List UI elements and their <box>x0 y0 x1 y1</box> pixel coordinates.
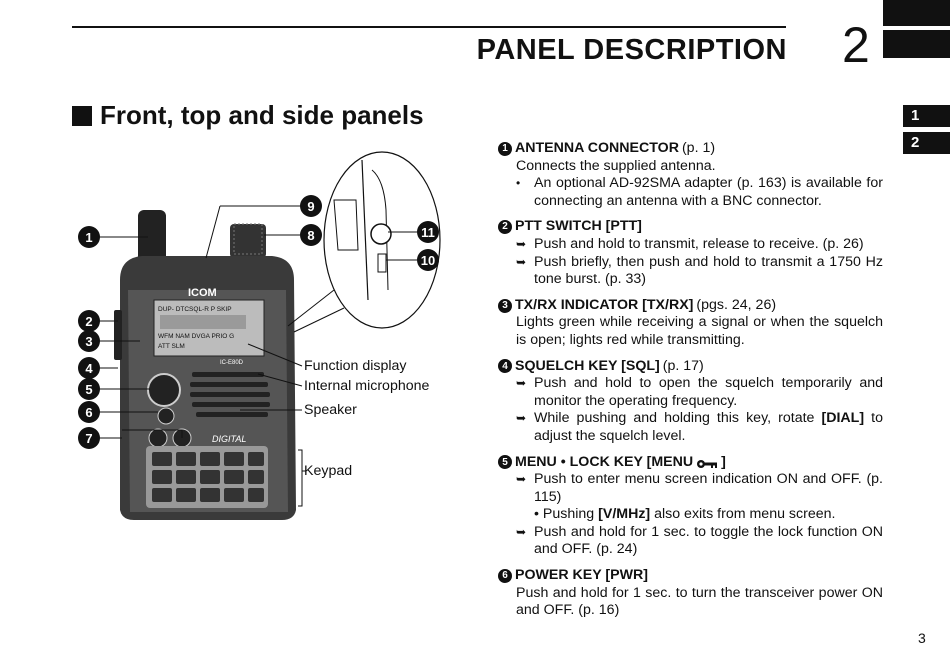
page-number: 3 <box>918 630 926 646</box>
section-heading: Front, top and side panels <box>72 100 424 131</box>
display-row2: WFM NAM DVGA PRIO G <box>158 333 234 340</box>
callout-5: 5 <box>78 378 100 400</box>
item-bullet: ➥ Push briefly, then push and hold to tr… <box>516 253 883 288</box>
item-title: SQUELCH KEY [SQL] <box>515 357 660 374</box>
chapter-number: 2 <box>842 17 870 73</box>
page-title: PANEL DESCRIPTION <box>476 34 787 66</box>
item-bullet: ➥ While pushing and holding this key, ro… <box>516 410 883 444</box>
item-bullet: • An optional AD-92SMA adapter (p. 163) … <box>516 175 883 209</box>
chapter-tab-1[interactable]: 1 <box>903 105 950 127</box>
item-title: MENU • LOCK KEY [MENU <box>515 453 694 470</box>
square-bullet-icon <box>72 105 92 126</box>
item-sub-bullet: • Pushing [V/MHz] also exits from menu s… <box>534 506 836 523</box>
header-bar-top <box>883 0 950 26</box>
callout-1: 1 <box>78 226 100 248</box>
list-item: 5 MENU • LOCK KEY [MENU ] ➥ Push to ente… <box>498 454 883 560</box>
section-heading-text: Front, top and side panels <box>100 100 424 130</box>
callout-9: 9 <box>300 195 322 217</box>
item-number-badge: 2 <box>498 220 512 235</box>
label-function-display: Function display <box>304 358 407 374</box>
header-rule <box>72 26 786 28</box>
label-internal-microphone: Internal microphone <box>304 378 430 394</box>
speaker-grille-shape <box>190 372 270 417</box>
item-ref: (p. 1) <box>681 140 716 156</box>
brand-text: ICOM <box>188 287 217 299</box>
item-bullet: ➥ Push and hold for 1 sec. to toggle the… <box>516 523 883 558</box>
item-title: PTT SWITCH [PTT] <box>515 218 642 235</box>
list-item: 6 POWER KEY [PWR] Push and hold for 1 se… <box>498 567 883 620</box>
menu-button-shape <box>147 373 181 407</box>
model-text: IC-E80D <box>220 360 244 366</box>
callout-2: 2 <box>78 310 100 332</box>
chapter-tab-2[interactable]: 2 <box>903 132 950 154</box>
list-item: 2 PTT SWITCH [PTT] ➥ Push and hold to tr… <box>498 218 883 288</box>
callout-6: 6 <box>78 401 100 423</box>
item-bullet: ➥ Push and hold to open the squelch temp… <box>516 375 883 409</box>
label-keypad: Keypad <box>304 463 353 479</box>
display-row1: DUP- DTCSQL-R P SKIP <box>158 306 232 313</box>
list-item: 1 ANTENNA CONNECTOR (p. 1) Connects the … <box>498 140 883 210</box>
display-row3: ATT SLM <box>158 343 185 350</box>
callout-11: 11 <box>417 221 439 243</box>
description-list: 1 ANTENNA CONNECTOR (p. 1) Connects the … <box>498 140 883 628</box>
item-number-badge: 6 <box>498 568 512 583</box>
digital-text: DIGITAL <box>212 434 246 444</box>
item-number-badge: 3 <box>498 298 512 313</box>
callout-7: 7 <box>78 427 100 449</box>
power-button-shape <box>157 407 175 425</box>
list-item: 3 TX/RX INDICATOR [TX/RX] (pgs. 24, 26) … <box>498 297 883 350</box>
item-body: Lights green while receiving a signal or… <box>516 314 883 348</box>
item-number-badge: 4 <box>498 359 512 374</box>
item-title: POWER KEY [PWR] <box>515 567 648 584</box>
item-ref: (p. 17) <box>662 357 704 374</box>
item-body: Push and hold for 1 sec. to turn the tra… <box>516 584 883 619</box>
item-number-badge: 5 <box>498 455 512 470</box>
label-speaker: Speaker <box>304 402 357 418</box>
callout-4: 4 <box>78 357 100 379</box>
callout-3: 3 <box>78 330 100 352</box>
key-icon <box>696 457 718 469</box>
callout-10: 10 <box>417 249 439 271</box>
item-body: Connects the supplied antenna. <box>516 157 716 174</box>
item-title: TX/RX INDICATOR [TX/RX] <box>515 296 694 313</box>
radio-illustration: DUP- DTCSQL-R P SKIP WFM NAM DVGA PRIO G… <box>94 151 441 520</box>
header-bar-bottom <box>883 30 950 58</box>
item-title: ANTENNA CONNECTOR <box>515 140 679 156</box>
item-number-badge: 1 <box>498 141 512 156</box>
dial-knob-shape <box>230 224 266 258</box>
item-bullet: ➥ Push to enter menu screen indication O… <box>516 471 883 505</box>
item-ref: (pgs. 24, 26) <box>696 296 777 313</box>
list-item: 4 SQUELCH KEY [SQL] (p. 17) ➥ Push and h… <box>498 358 883 446</box>
callout-8: 8 <box>300 224 322 246</box>
item-bullet: ➥ Push and hold to transmit, release to … <box>516 235 864 252</box>
radio-diagram: DUP- DTCSQL-R P SKIP WFM NAM DVGA PRIO G… <box>72 140 492 540</box>
